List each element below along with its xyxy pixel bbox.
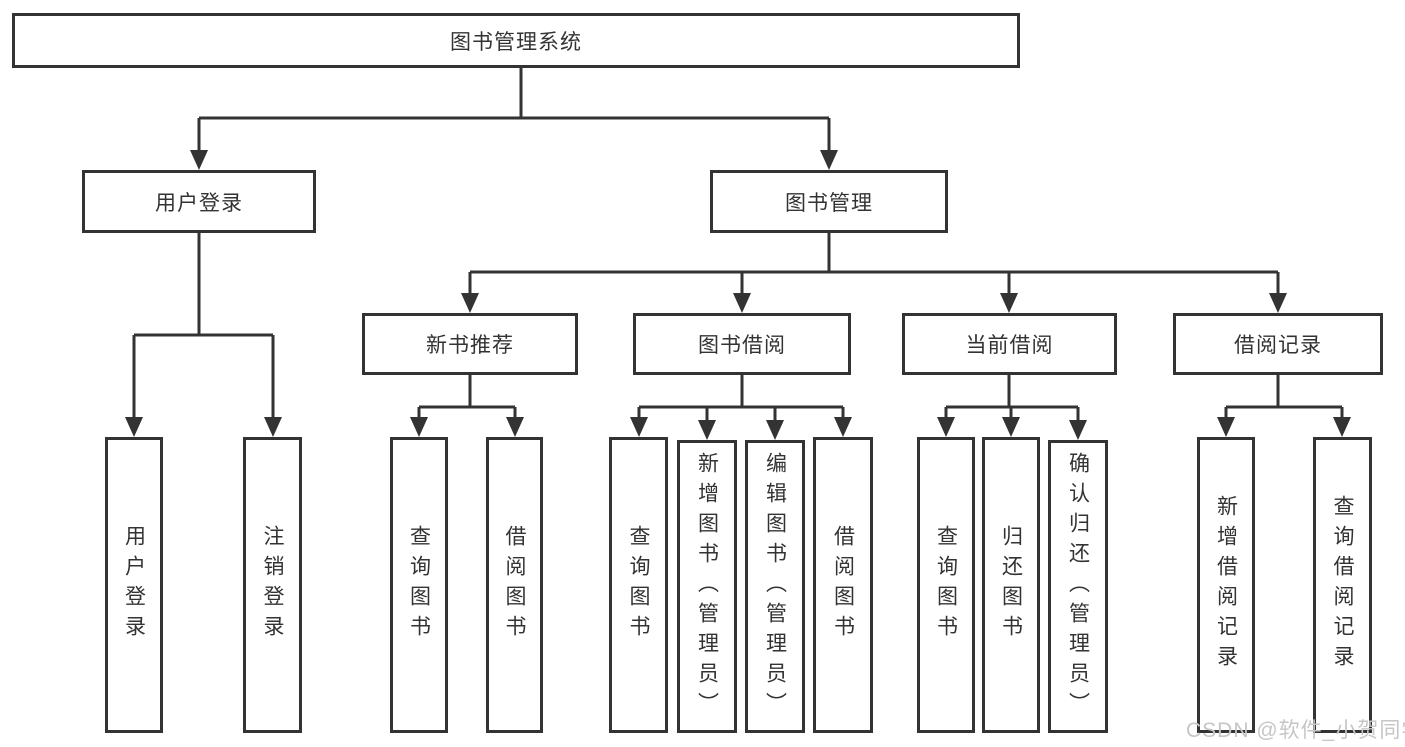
arrowhead-icon (820, 150, 838, 170)
node-user-login: 用户登录 (82, 170, 316, 233)
arrowhead-icon (125, 417, 143, 437)
leaf-borrow-borrow-books: 借阅图书 (813, 437, 873, 733)
leaf-newbook-query-books: 查询图书 (390, 437, 448, 733)
arrowhead-icon (1333, 417, 1351, 437)
arrowhead-icon (1269, 293, 1287, 313)
arrowhead-icon (506, 417, 524, 437)
arrowhead-icon (410, 417, 428, 437)
arrowhead-icon (630, 417, 648, 437)
leaf-newbook-borrow-books: 借阅图书 (486, 437, 543, 733)
arrowhead-icon (733, 293, 751, 313)
arrowhead-icon (834, 417, 852, 437)
arrowhead-icon (1217, 417, 1235, 437)
leaf-borrow-query-books: 查询图书 (609, 437, 668, 733)
csdn-watermark: CSDN @软件_小贺同学 (1186, 719, 1405, 742)
node-new-book-recommend: 新书推荐 (362, 313, 578, 375)
leaf-current-return-books: 归还图书 (982, 437, 1040, 733)
node-book-management: 图书管理 (710, 170, 948, 233)
node-library-system: 图书管理系统 (12, 13, 1020, 68)
leaf-borrow-edit-books-admin: 编辑图书（管理员） (745, 440, 805, 733)
leaf-records-add-record: 新增借阅记录 (1197, 437, 1255, 733)
leaf-logout: 注销登录 (243, 437, 302, 733)
arrowhead-icon (698, 420, 716, 440)
arrowhead-icon (264, 417, 282, 437)
leaf-records-query-record: 查询借阅记录 (1313, 437, 1372, 733)
leaf-borrow-add-books-admin: 新增图书（管理员） (677, 440, 737, 733)
leaf-user-login: 用户登录 (105, 437, 163, 733)
arrowhead-icon (937, 417, 955, 437)
node-book-borrow: 图书借阅 (633, 313, 851, 375)
arrowhead-icon (190, 150, 208, 170)
arrowhead-icon (461, 293, 479, 313)
arrowhead-icon (1002, 417, 1020, 437)
arrowhead-icon (766, 420, 784, 440)
node-current-borrow: 当前借阅 (902, 313, 1117, 375)
leaf-current-query-books: 查询图书 (917, 437, 975, 733)
leaf-current-confirm-return-admin: 确认归还（管理员） (1048, 440, 1108, 733)
arrowhead-icon (1000, 293, 1018, 313)
node-borrow-records: 借阅记录 (1173, 313, 1383, 375)
arrowhead-icon (1069, 420, 1087, 440)
